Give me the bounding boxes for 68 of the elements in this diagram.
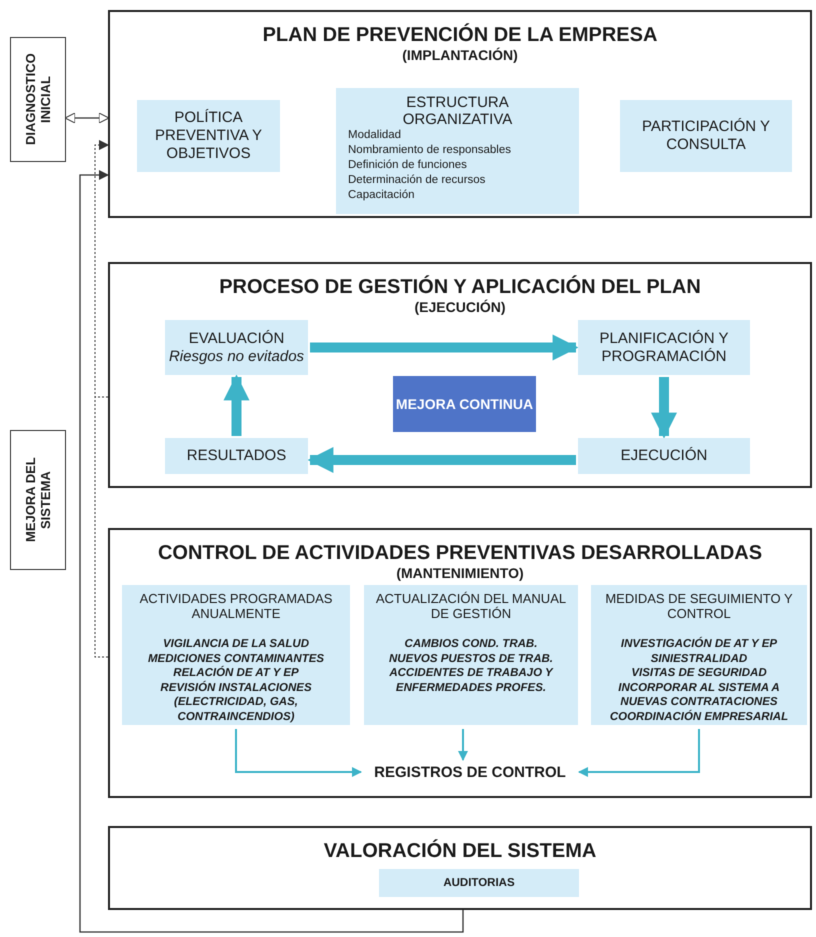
section-title: PLAN DE PREVENCIÓN DE LA EMPRESA [262,24,658,46]
process-box [137,100,280,172]
side-label-box [10,37,66,162]
list-item: CAMBIOS COND. TRAB. [404,637,538,652]
side-label-box [10,430,66,570]
box-label: POLÍTICA PREVENTIVA Y OBJETIVOS [154,109,263,163]
list-item: COORDINACIÓN EMPRESARIAL [610,710,788,724]
list-item: RELACIÓN DE AT Y EP [173,666,299,680]
section-panel [108,10,812,218]
arrow [310,334,579,360]
box-label: EJECUCIÓN [620,447,708,465]
process-box [620,100,792,172]
highlight-box [393,376,536,432]
box-label: PLANIFICACIÓN Y PROGRAMACIÓN [598,330,730,366]
arrow [235,729,362,777]
box-label: RESULTADOS [186,447,286,465]
result-text: REGISTROS DE CONTROL [374,764,566,780]
box-label: ESTRUCTURA ORGANIZATIVA [402,94,514,128]
box-label: AUDITORIAS [443,877,515,889]
list-item: Determinación de recursos [348,173,486,188]
section-panel [108,826,812,910]
list-item: Definición de funciones [348,158,468,173]
dotted-arrow [94,140,109,398]
box-label: MEDIDAS DE SEGUIMIENTO Y CONTROL [604,591,794,621]
section-subtitle: (IMPLANTACIÓN) [402,46,518,64]
activity-box [591,585,807,725]
arrow [64,112,110,124]
section-title: CONTROL DE ACTIVIDADES PREVENTIVAS DESARROLLADAS [158,542,762,564]
section-title: VALORACIÓN DEL SISTEMA [324,840,596,862]
process-box [165,320,308,375]
arrow [458,729,468,761]
list-item: ACCIDENTES DE TRABAJO Y ENFERMEDADES PROFES. [388,666,554,695]
side-label: MEJORA DEL SISTEMA [23,456,53,544]
arrow [79,170,464,933]
list-item: REVISIÓN INSTALACIONES (ELECTRICIDAD, GAS, CONTRAINCENDIOS) [159,680,313,724]
section-subtitle: (EJECUCIÓN) [414,298,506,316]
process-box [379,869,579,897]
list-item: NUEVOS PUESTOS DE TRAB. [388,652,553,666]
list-item: VIGILANCIA DE LA SALUD [162,637,310,652]
side-label: DIAGNOSTICO INICIAL [23,52,53,148]
box-label: ACTUALIZACIÓN DEL MANUAL DE GESTIÓN [374,591,568,621]
process-box [336,88,579,214]
process-box [165,438,308,474]
box-label: EVALUACIÓN [188,330,284,348]
box-label: PARTICIPACIÓN Y CONSULTA [640,118,772,154]
arrow [224,374,250,436]
arrow [307,447,576,473]
list-item: INVESTIGACIÓN DE AT Y EP [620,637,778,652]
list-item: INCORPORAR AL SISTEMA A NUEVAS CONTRATACIONES [617,680,781,710]
activity-box [364,585,578,725]
list-item: Capacitación [348,188,416,203]
section-title: PROCESO DE GESTIÓN Y APLICACIÓN DEL PLAN [219,276,701,298]
box-label: MEJORA CONTINUA [396,396,534,412]
box-label: ACTIVIDADES PROGRAMADAS ANUALMENTE [138,591,334,621]
section-panel [108,528,812,798]
list-item: MEDICIONES CONTAMINANTES [148,652,324,666]
list-item: SINIESTRALIDAD [650,652,748,666]
list-item: Nombramiento de responsables [348,143,512,158]
box-note: Riesgos no evitados [168,348,304,366]
activity-box [122,585,350,725]
process-box [578,320,750,375]
arrow [578,729,700,777]
list-item: VISITAS DE SEGURIDAD [631,666,767,680]
section-panel [108,262,812,488]
list-item: Modalidad [348,128,402,143]
section-subtitle: (MANTENIMIENTO) [396,564,524,582]
process-box [578,438,750,474]
arrow [651,377,677,439]
